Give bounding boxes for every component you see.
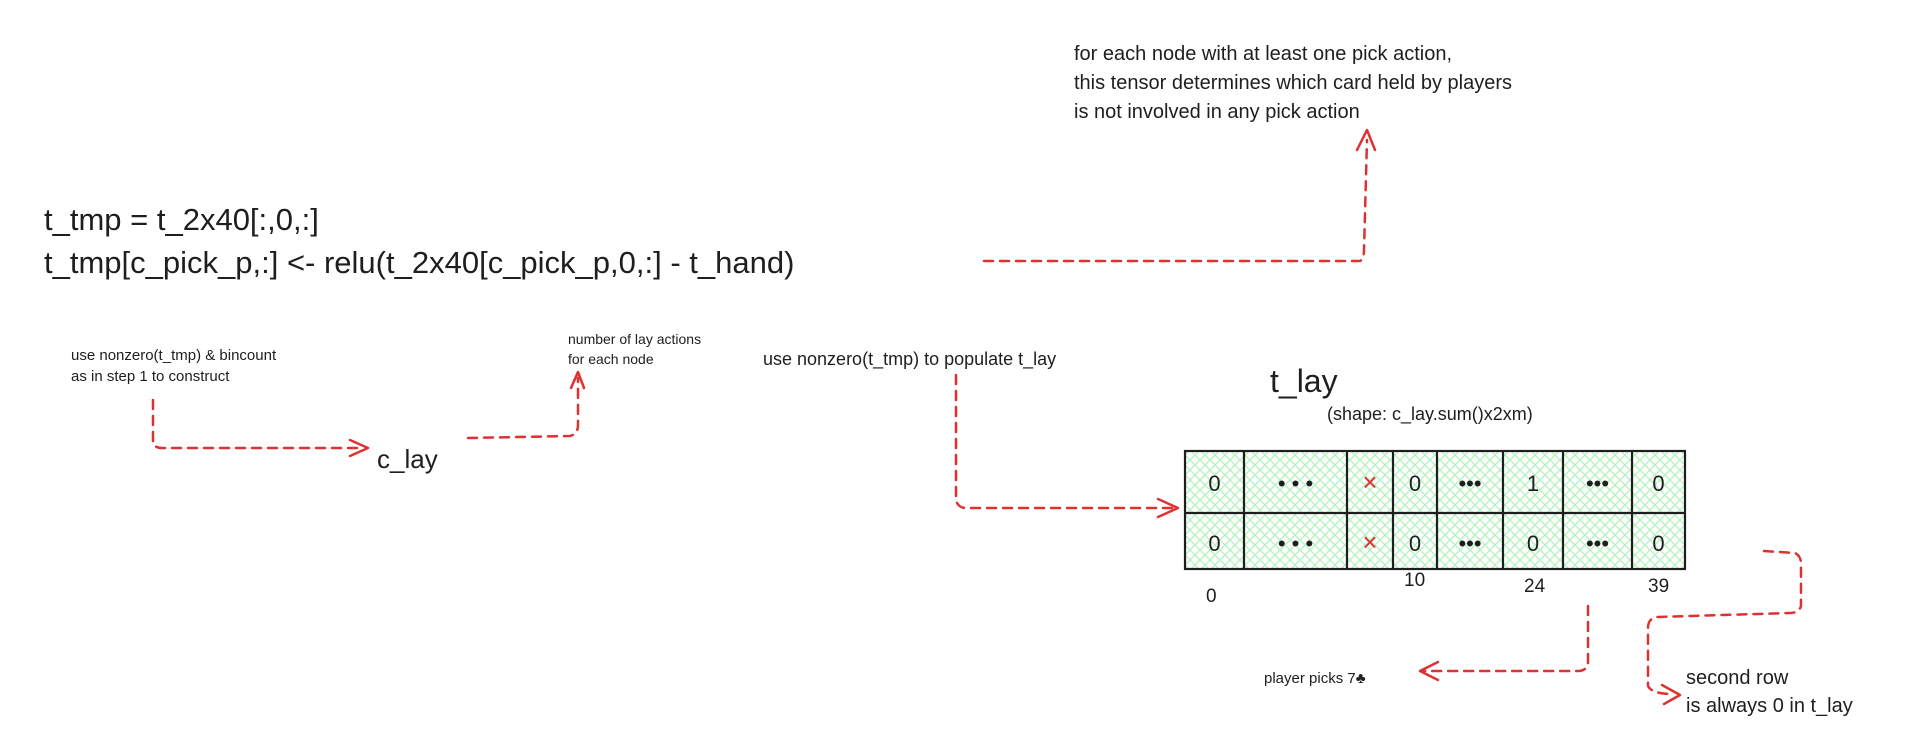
- code-block: t_tmp = t_2x40[:,0,:] t_tmp[c_pick_p,:] …: [44, 202, 794, 280]
- code-line-2: t_tmp[c_pick_p,:] <- relu(t_2x40[c_pick_…: [44, 245, 794, 280]
- note-line: this tensor determines which card held b…: [1074, 72, 1512, 94]
- tensor-cell: 0: [1527, 531, 1539, 556]
- arrowhead-icon: [569, 370, 586, 390]
- code-line-1: t_tmp = t_2x40[:,0,:]: [44, 202, 319, 237]
- bincount-note-line: as in step 1 to construct: [71, 368, 230, 385]
- player-picks-note: player picks 7♣: [1264, 670, 1366, 687]
- tensor-frame: [1183, 449, 1687, 571]
- tensor-cell: •••: [1458, 531, 1481, 556]
- lay-count-note-line: number of lay actions: [568, 331, 701, 347]
- tensor-cell: 0: [1208, 531, 1220, 556]
- tensor-cell: •••: [1586, 531, 1609, 556]
- arrowhead-icon: [348, 438, 370, 458]
- tensor-cell: 0: [1208, 471, 1220, 496]
- index-label: 39: [1648, 576, 1669, 597]
- arrowhead-icon: [1660, 683, 1682, 706]
- tensor-cell: •••: [1586, 471, 1609, 496]
- arrowhead-icon: [1156, 497, 1180, 519]
- arrowhead-icon: [1355, 128, 1377, 152]
- note-line: for each node with at least one pick act…: [1074, 43, 1452, 65]
- tensor-cell: 0: [1652, 471, 1664, 496]
- lay-count-note-line: for each node: [568, 351, 654, 367]
- populate-note: use nonzero(t_tmp) to populate t_lay: [763, 349, 1056, 370]
- t-lay-tensor: 0 • • • × 0 ••• 1 ••• 0 0 • • • × 0 ••• 0 ••• 0 0 10 24…: [1183, 449, 1687, 607]
- t-lay-title: t_lay: [1270, 363, 1338, 399]
- arrowhead-icon: [1418, 660, 1440, 682]
- tensor-cell: 0: [1652, 531, 1664, 556]
- arrow-bincount-to-c-lay: [151, 398, 366, 450]
- tensor-cell: • • •: [1278, 531, 1313, 556]
- tensor-cell: 0: [1409, 531, 1421, 556]
- second-row-note-line: is always 0 in t_lay: [1686, 695, 1853, 717]
- tensor-cell: ×: [1362, 467, 1377, 497]
- tensor-cell: 1: [1527, 471, 1539, 496]
- tensor-cell: • • •: [1278, 471, 1313, 496]
- index-label: 24: [1524, 576, 1546, 597]
- index-label: 0: [1206, 586, 1217, 607]
- tensor-cell: ×: [1362, 527, 1377, 557]
- tensor-cell: •••: [1458, 471, 1481, 496]
- arrow-c-lay-to-count: [466, 376, 580, 440]
- index-label: 10: [1404, 570, 1425, 591]
- c-lay-label: c_lay: [377, 444, 438, 474]
- tensor-cell: 0: [1409, 471, 1421, 496]
- arrow-code-to-note: [982, 138, 1369, 263]
- bincount-note-line: use nonzero(t_tmp) & bincount: [71, 347, 277, 364]
- arrow-populate-to-t-lay: [954, 373, 1174, 510]
- arrow-second-row-note: [1646, 549, 1803, 696]
- t-lay-shape: (shape: c_lay.sum()x2xm): [1327, 404, 1533, 425]
- note-line: is not involved in any pick action: [1074, 101, 1360, 123]
- arrow-index-24-to-pick: [1422, 604, 1590, 673]
- second-row-note-line: second row: [1686, 667, 1789, 689]
- pick-action-note: for each node with at least one pick act…: [1074, 43, 1512, 123]
